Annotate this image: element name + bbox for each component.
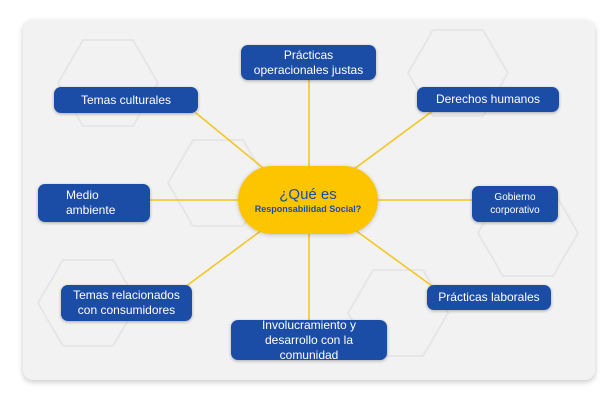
node-temas-consumidores: Temas relacionados con consumidores — [61, 285, 192, 321]
node-derechos-humanos: Derechos humanos — [417, 87, 559, 112]
node-practicas-laborales: Prácticas laborales — [427, 285, 551, 310]
central-question: ¿Qué es Responsabilidad Social? — [238, 166, 378, 234]
connector-top-right — [349, 109, 435, 173]
connector-bottom-left — [184, 229, 263, 288]
connector-bottom-right — [354, 229, 433, 287]
node-medio-ambiente: Medio ambiente — [38, 184, 150, 222]
node-involucramiento: Involucramiento y desarrollo con la comu… — [231, 318, 387, 362]
node-gobierno-corporativo: Gobierno corporativo — [472, 186, 558, 222]
node-temas-culturales: Temas culturales — [54, 87, 198, 113]
central-question-line2: Responsabilidad Social? — [254, 203, 362, 214]
central-question-line1: ¿Qué es — [279, 185, 337, 203]
node-practicas-operacionales: Prácticas operacionales justas — [241, 45, 376, 80]
connector-top-left — [195, 112, 269, 173]
